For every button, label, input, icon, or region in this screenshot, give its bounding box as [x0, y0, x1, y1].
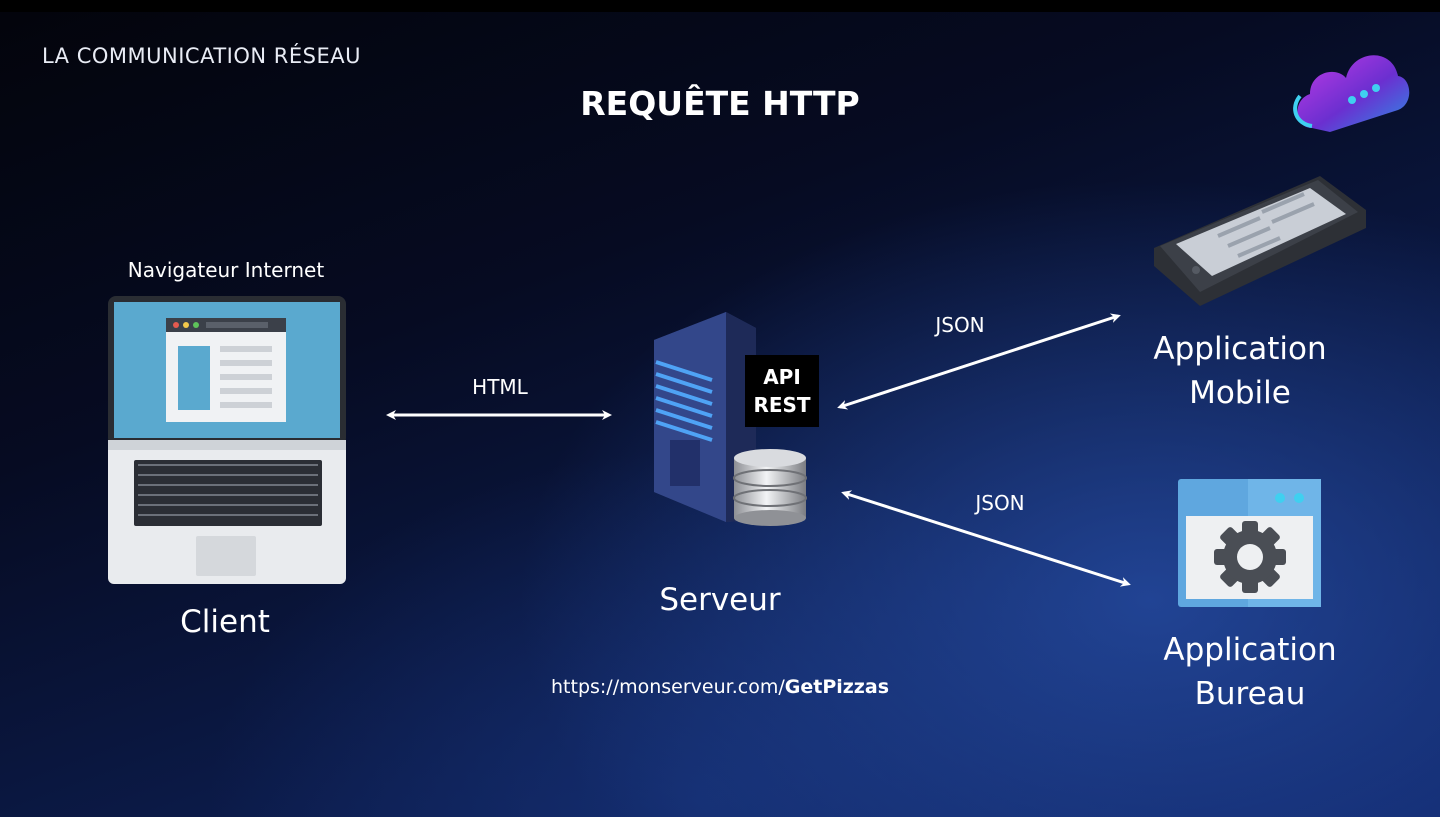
client-label: Client — [180, 604, 270, 640]
desktop-app-line1: Application — [1163, 632, 1337, 668]
laptop-icon — [108, 296, 346, 584]
api-rest-badge: API REST — [745, 355, 819, 427]
cloud-logo-icon — [1293, 55, 1410, 132]
json-desktop-label: JSON — [975, 491, 1025, 515]
endpoint-url: https://monserveur.com/GetPizzas — [470, 676, 970, 698]
server-label: Serveur — [659, 582, 781, 618]
api-label: API — [763, 365, 801, 389]
database-icon — [733, 449, 807, 526]
url-prefix: https://monserveur.com/ — [551, 676, 785, 698]
desktop-app-line2: Bureau — [1194, 676, 1306, 712]
json-mobile-label: JSON — [935, 313, 985, 337]
slide-title: REQUÊTE HTTP — [580, 84, 860, 123]
mobile-app-line2: Mobile — [1189, 375, 1291, 411]
arrow-server-mobile — [837, 313, 1121, 410]
smartphone-icon — [1154, 176, 1366, 306]
desktop-app-label: Application Bureau — [1130, 628, 1370, 716]
mobile-app-label: Application Mobile — [1120, 327, 1360, 415]
html-connection-label: HTML — [472, 375, 528, 399]
section-title: LA COMMUNICATION RÉSEAU — [42, 44, 361, 68]
browser-label: Navigateur Internet — [127, 258, 325, 282]
server-icon — [654, 312, 756, 522]
top-bar — [0, 0, 1440, 12]
rest-label: REST — [753, 393, 811, 417]
url-endpoint: GetPizzas — [784, 676, 889, 698]
desktop-app-icon — [1178, 479, 1321, 607]
arrow-server-desktop — [841, 490, 1131, 587]
mobile-app-line1: Application — [1153, 331, 1327, 367]
